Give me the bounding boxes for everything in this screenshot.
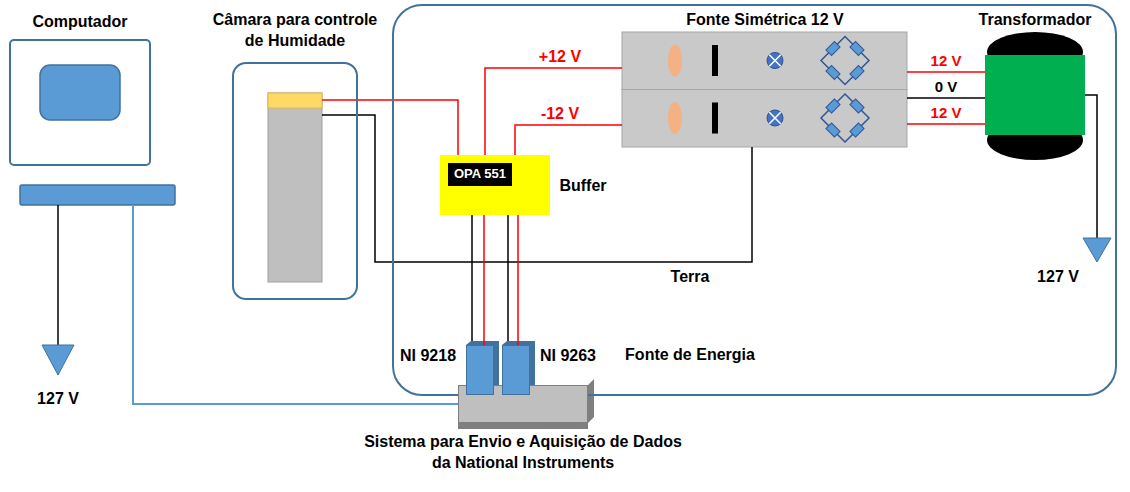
voltage-label: 127 V [1035, 268, 1081, 286]
buffer-wires [472, 215, 508, 341]
ground-wire [322, 114, 357, 116]
lamp-cross [769, 55, 780, 66]
buffer-board: OPA 551Buffer [440, 155, 550, 215]
sensor-head [268, 93, 322, 108]
supply-half [622, 32, 907, 90]
daq-module: NI 9218 [466, 345, 494, 395]
heading: Computador [32, 12, 127, 33]
power-source-housing: Fonte de EnergiaOPA 551BufferFonte Simét… [392, 4, 1117, 396]
wire-label: Terra [669, 268, 712, 286]
wire [907, 123, 985, 125]
heading: Fonte Simétrica 12 V [686, 10, 843, 31]
humidity-sensor [268, 93, 357, 282]
ground-wire [507, 215, 509, 341]
capacitor-symbol [712, 45, 718, 76]
diode-symbol [850, 65, 864, 79]
monitor-frame [10, 40, 150, 165]
diode-symbol [826, 41, 840, 55]
wire [485, 68, 622, 155]
computer-box: Computador [10, 40, 175, 205]
heading: Transformador [979, 10, 1092, 31]
mains-wire [1085, 95, 1097, 238]
module-label: NI 9263 [540, 346, 596, 367]
ground-wire [471, 215, 473, 341]
daq-module: NI 9263 [502, 345, 530, 395]
wire [907, 71, 985, 73]
caption-label: Sistema para Envio e Aquisição de Dados … [363, 432, 683, 474]
humidity-chamber: Câmara para controle de Humidade [232, 62, 358, 300]
diode-symbol [826, 65, 840, 79]
rectifier-stage [668, 37, 869, 85]
wire [133, 205, 458, 404]
wire [483, 215, 485, 345]
rectifier-stage [668, 94, 869, 142]
heading: Fonte de Energia [625, 345, 755, 366]
wire [907, 97, 985, 99]
wire [358, 100, 458, 155]
wire [358, 115, 752, 262]
wire [515, 125, 622, 155]
heading: Câmara para controle de Humidade [203, 10, 388, 52]
chassis-front [458, 423, 588, 429]
wire-label: 0 V [933, 79, 960, 96]
wire [517, 215, 519, 345]
diode-symbol [850, 41, 864, 55]
ground-symbol [42, 345, 74, 375]
heading: Buffer [559, 176, 606, 197]
voltage-label: 127 V [35, 390, 81, 408]
power-supply-body [622, 32, 907, 147]
wire-label: 12 V [929, 53, 964, 70]
supply-half [622, 90, 907, 148]
wire-label: -12 V [539, 105, 581, 123]
ground-symbol [1083, 238, 1111, 262]
transformer-box: Transformador [985, 55, 1085, 135]
monitor-screen [40, 65, 120, 120]
fuse-symbol [668, 45, 682, 77]
sensor-body [268, 93, 322, 282]
module-label: NI 9218 [400, 346, 456, 367]
keyboard [20, 185, 175, 205]
lamp-symbol [767, 53, 783, 69]
mains-wire [57, 205, 59, 345]
chip-label: OPA 551 [448, 163, 512, 186]
wire-label: 12 V [929, 105, 964, 122]
symmetric-supply: Fonte Simétrica 12 V [622, 32, 907, 147]
computer-icon [10, 40, 175, 375]
wire-label: +12 V [537, 48, 583, 66]
diode-bridge [821, 37, 869, 85]
signal-wire [322, 99, 357, 101]
